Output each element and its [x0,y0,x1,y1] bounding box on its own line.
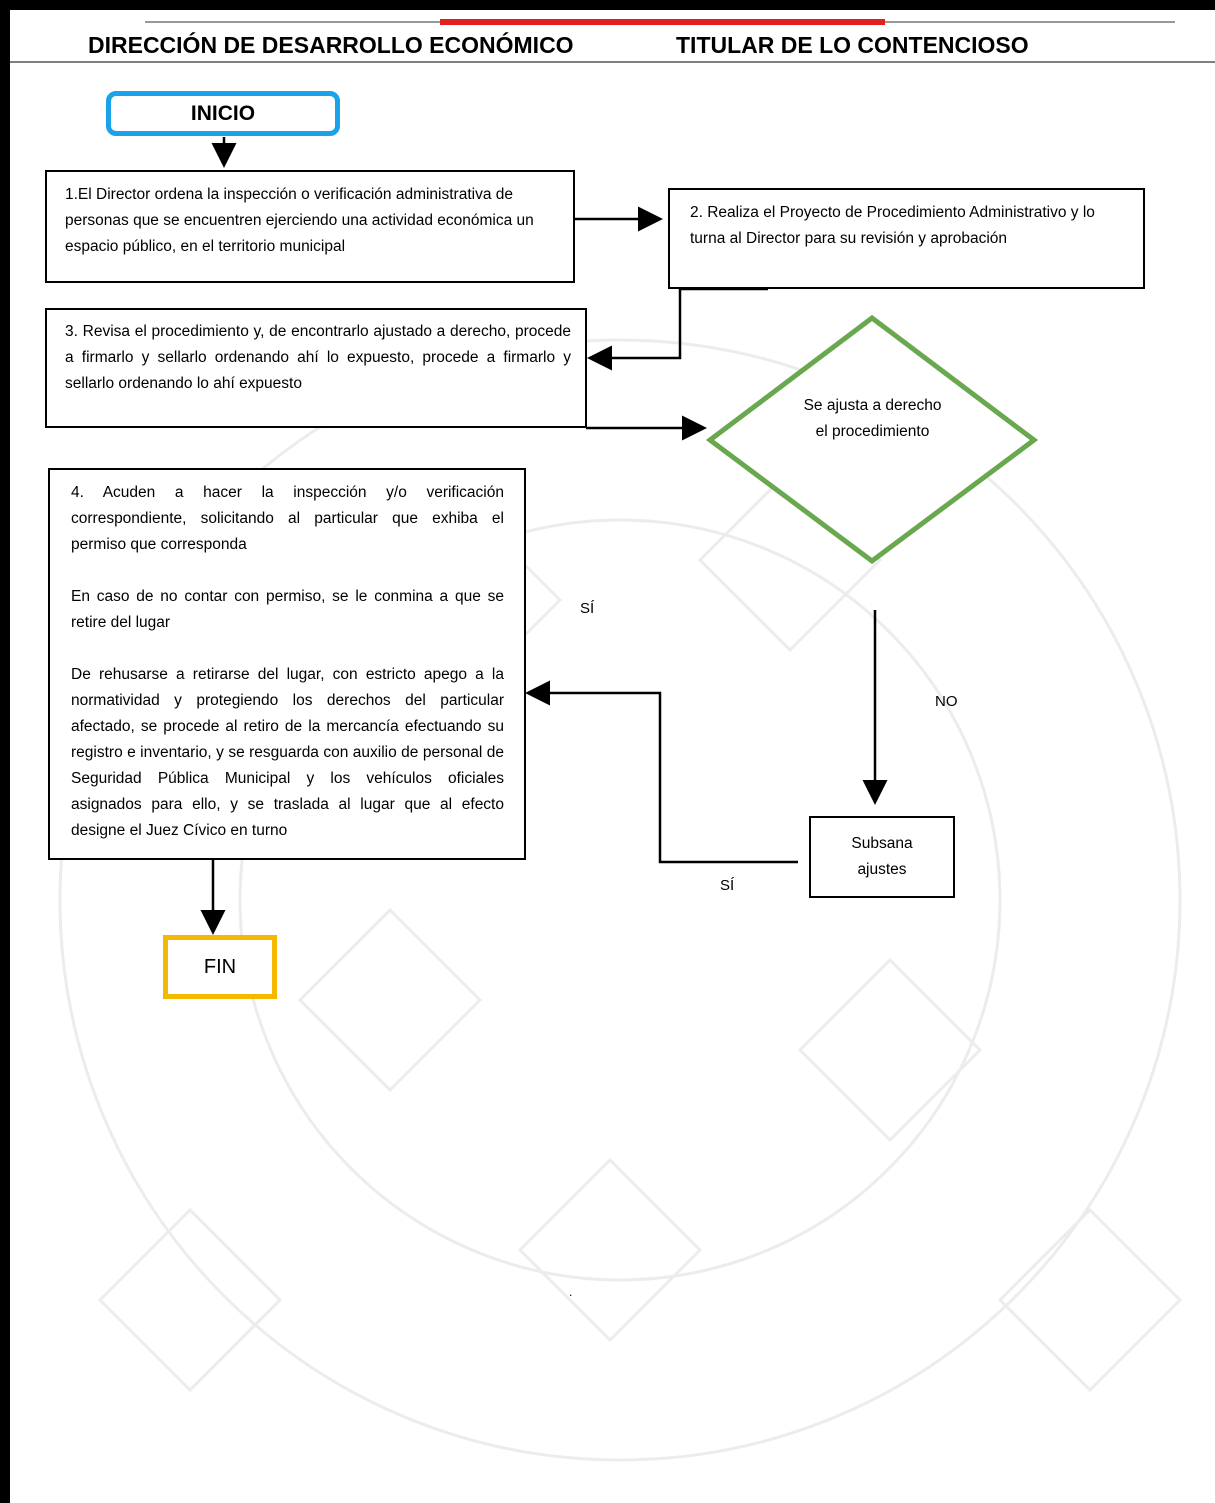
lane-header-left: DIRECCIÓN DE DESARROLLO ECONÓMICO [88,32,574,58]
top-accent-lines [145,19,1175,25]
start-terminal: INICIO [106,91,340,136]
yes-label-1: SÍ [580,600,595,617]
step1-box: 1.El Director ordena la inspección o ver… [45,170,575,283]
decision-text: Se ajusta a derecho el procedimiento [803,397,942,440]
arrow-fix-to-step4 [525,680,798,864]
step2-box: 2. Realiza el Proyecto de Procedimiento … [668,188,1145,289]
step4-paragraph-3: De rehusarse a retirarse del lugar, con … [71,666,504,839]
yes-label-2: SÍ [720,877,735,894]
step4-paragraph-2: En caso de no contar con permiso, se le … [71,588,504,631]
step4-box: 4. Acuden a hacer la inspección y/o veri… [48,468,526,860]
start-label: INICIO [190,101,256,125]
step1-text: 1.El Director ordena la inspección o ver… [65,186,534,255]
end-terminal: FIN [163,935,277,999]
step2-text: 2. Realiza el Proyecto de Procedimiento … [690,204,1095,247]
end-label: FIN [203,955,237,978]
fix-text: Subsana ajustes [851,835,913,878]
decision-diamond [705,314,1039,565]
header-rule [10,61,1215,63]
step3-text: 3. Revisa el procedimiento y, de encontr… [65,323,571,392]
arrow-step2-to-step3 [587,287,768,371]
step3-box: 3. Revisa el procedimiento y, de encontr… [45,308,587,428]
step4-paragraph-1: 4. Acuden a hacer la inspección y/o veri… [71,484,504,553]
fix-box: Subsana ajustes [809,816,955,898]
decision-label: Se ajusta a derecho el procedimiento [800,393,945,445]
no-label: NO [935,693,958,710]
lane-header-right: TITULAR DE LO CONTENCIOSO [676,32,1029,58]
stray-dot: . [569,1285,573,1299]
